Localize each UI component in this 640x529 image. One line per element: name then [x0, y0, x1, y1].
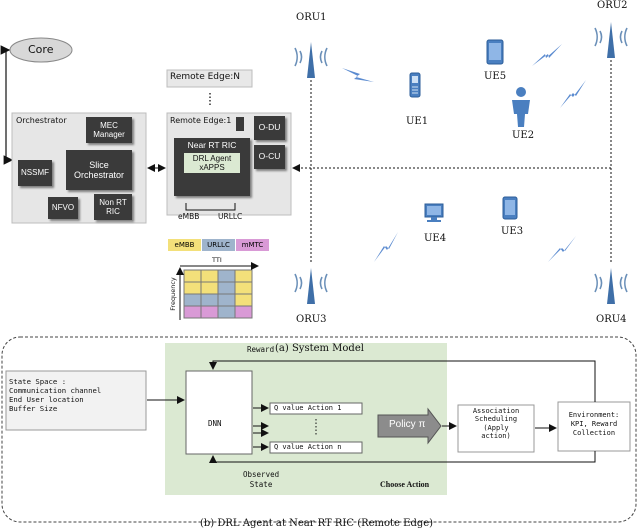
slice-orchestrator-box: Slice Orchestrator — [66, 150, 132, 190]
fronthaul-top — [292, 68, 312, 172]
caption-a: (a) System Model — [275, 343, 364, 354]
q1-label: Q value Action 1 — [274, 404, 342, 412]
near-rt-ric-label: Near RT RIC — [187, 140, 237, 150]
legend-urllc: URLLC — [202, 239, 235, 251]
remote-edge-n-box — [166, 69, 253, 88]
policy-label: Policy π — [389, 419, 426, 430]
mec-manager-box: MEC Manager — [86, 117, 132, 143]
resource-grid — [183, 269, 253, 319]
dnn-box — [185, 370, 253, 455]
ue2-label: UE2 — [512, 130, 535, 141]
policy-arrow — [377, 407, 442, 445]
oru3-label: ORU3 — [296, 314, 327, 325]
ue1-phone-icon — [409, 72, 421, 98]
xapps-label: xAPPS — [199, 162, 225, 172]
slice-bracket — [185, 203, 236, 211]
choose-action-label: Choose Action — [380, 480, 430, 489]
ue5-label: UE5 — [484, 71, 507, 82]
urllc-slice-label: URLLC — [218, 212, 243, 221]
legend-embb: eMBB — [168, 239, 201, 251]
near-rt-ric-box: Near RT RIC DRL Agent xAPPS — [174, 138, 250, 196]
non-rt-ric-box: Non RT RIC — [94, 194, 132, 220]
caption-b: (b) DRL Agent at Near RT RIC (Remote Edg… — [200, 518, 434, 529]
core-link — [0, 45, 11, 160]
drl-agent-label: DRL Agent — [192, 153, 232, 163]
embb-slice-label: eMBB — [178, 212, 200, 221]
drl-outer-frame — [1, 336, 637, 523]
ue1-label: UE1 — [406, 116, 429, 127]
reward-loop — [209, 360, 596, 402]
tti-label: TTI — [212, 256, 222, 264]
q1-box — [269, 402, 363, 415]
qn-box — [269, 441, 363, 454]
lightning-icon — [374, 232, 398, 262]
remote-edge-1-title: Remote Edge:1 — [170, 116, 232, 125]
observed-loop — [209, 451, 596, 463]
lightning-icon — [532, 44, 562, 66]
assoc-text: Association Scheduling (Apply action) — [472, 407, 520, 441]
oru1-label: ORU1 — [296, 12, 327, 23]
ue3-tablet-icon — [502, 196, 518, 220]
state-space-text: State Space : Communication channel End … — [9, 377, 102, 414]
nssmf-box: NSSMF — [18, 160, 52, 186]
frequency-label: Frequency — [168, 277, 177, 311]
o-cu-box: O-CU — [254, 145, 285, 169]
lightning-icon — [342, 68, 374, 82]
env-text: Environment: KPI, Reward Collection — [568, 411, 620, 437]
server-icon — [236, 117, 244, 131]
remote-edge-n-label: Remote Edge:N — [170, 72, 241, 82]
oru4-label: ORU4 — [596, 314, 627, 325]
oru2-antenna-icon — [594, 22, 628, 58]
lightning-icon — [560, 80, 586, 108]
oru4-antenna-icon — [594, 268, 628, 304]
lightning-icon — [548, 236, 576, 262]
drl-agent-box: DRL Agent xAPPS — [184, 152, 240, 174]
oru1-antenna-icon — [294, 42, 328, 78]
ue2-person-icon — [512, 87, 530, 127]
legend-mmtc: mMTC — [236, 239, 269, 251]
state-space-box — [5, 370, 147, 431]
ue3-label: UE3 — [501, 226, 524, 237]
ue5-tablet-icon — [486, 39, 504, 65]
oru2-label: ORU2 — [597, 0, 628, 11]
observed-state-label: Observed State — [243, 470, 280, 489]
core-label: Core — [28, 43, 54, 56]
ue4-label: UE4 — [424, 233, 447, 244]
oru3-antenna-icon — [294, 268, 328, 304]
reward-label: Reward — [247, 345, 275, 354]
dnn-label: DNN — [208, 419, 222, 428]
env-box — [557, 401, 631, 452]
qn-label: Q value Action n — [274, 443, 342, 451]
nfvo-box: NFVO — [48, 197, 78, 219]
ue4-computer-icon — [424, 203, 444, 222]
o-du-box: O-DU — [254, 116, 285, 140]
orchestrator-title: Orchestrator — [16, 116, 67, 125]
assoc-box — [457, 404, 535, 453]
fronthaul-right — [311, 48, 612, 169]
